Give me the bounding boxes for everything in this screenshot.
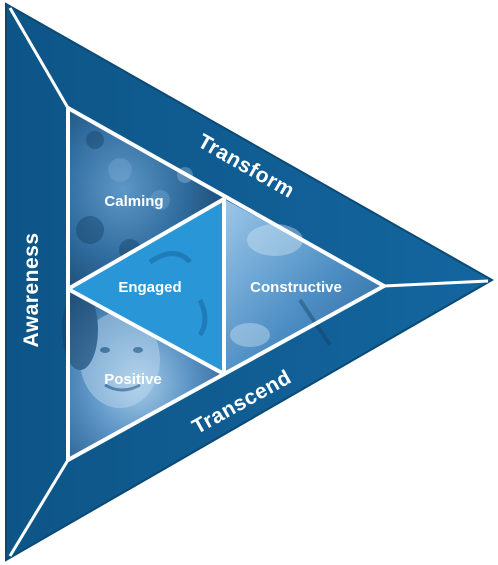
- segment-label-engaged: Engaged: [118, 279, 181, 296]
- segment-engaged-area: [68, 199, 224, 374]
- segment-calming-area: [68, 108, 224, 289]
- side-label-awareness: Awareness: [20, 232, 43, 347]
- divider-bottom-corner: [8, 459, 70, 557]
- segment-positive-area: [68, 289, 224, 460]
- divider-right-corner: [383, 279, 489, 288]
- positive-texture: [62, 290, 160, 408]
- center-triangle-outline: [66, 197, 226, 376]
- segment-label-calming: Calming: [104, 193, 163, 210]
- engaged-texture: [148, 251, 208, 337]
- segment-label-constructive: Constructive: [250, 279, 342, 296]
- divider-top-corner: [8, 7, 70, 109]
- segment-label-positive: Positive: [104, 371, 162, 388]
- segment-constructive-area: [224, 199, 384, 374]
